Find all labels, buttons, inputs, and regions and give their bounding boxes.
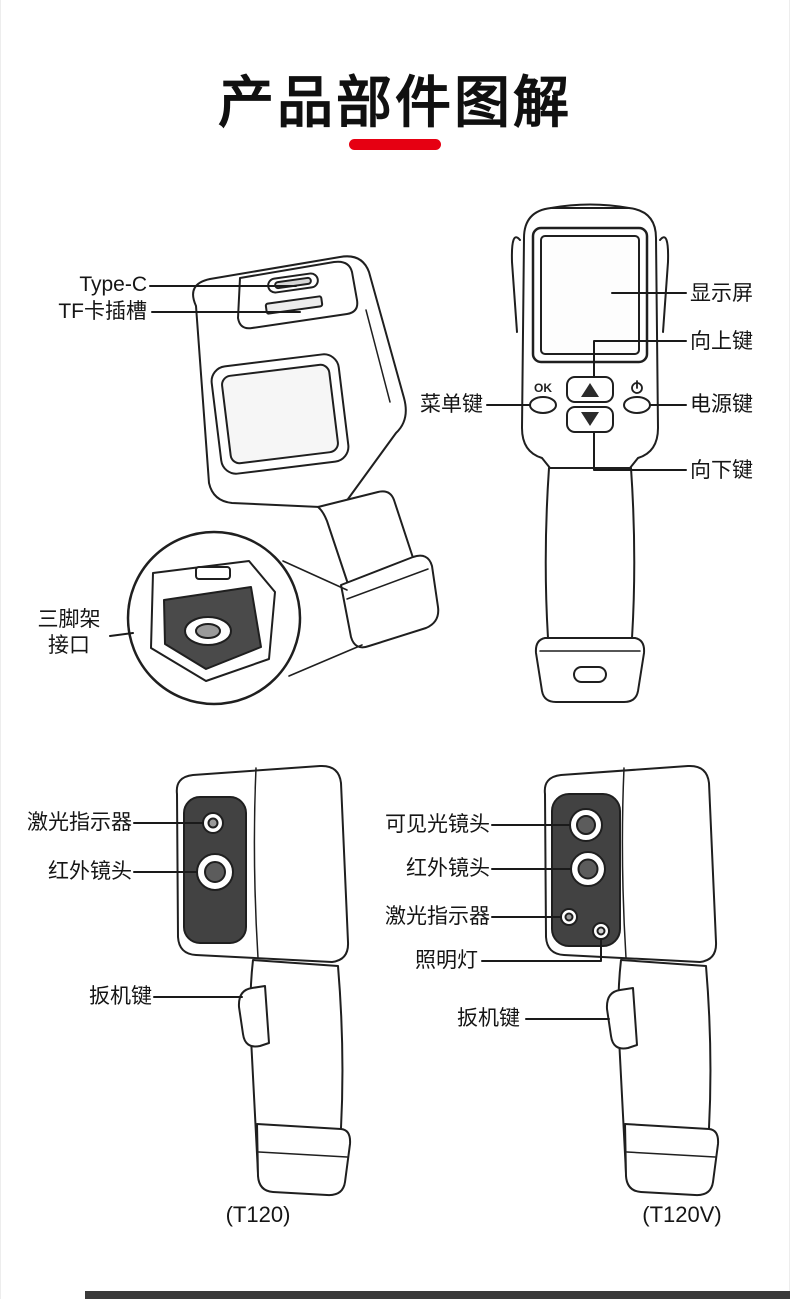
ok-button <box>529 396 557 414</box>
tf-card-slot <box>264 295 324 315</box>
label-up-key: 向上键 <box>690 330 753 353</box>
t120v-trigger <box>605 987 638 1050</box>
label-tf-card-slot: TF卡插槽 <box>58 300 147 323</box>
power-icon <box>631 380 643 394</box>
next-section-divider <box>85 1291 790 1299</box>
front-screen-inner <box>540 235 640 355</box>
leader-tripod <box>109 632 134 637</box>
page-title: 产品部件图解 <box>218 71 572 134</box>
label-t120-trigger-key: 扳机键 <box>89 985 152 1008</box>
title-underline <box>349 139 441 150</box>
label-down-key: 向下键 <box>690 459 753 482</box>
label-t120v-illumination-light: 照明灯 <box>415 949 478 972</box>
t120-laser-dot <box>207 817 219 829</box>
t120v-ir-lens <box>577 858 599 880</box>
front-top-cap <box>550 203 630 209</box>
label-t120v-ir-lens: 红外镜头 <box>406 857 490 880</box>
leader-t120v-light <box>481 939 602 962</box>
front-right-rail <box>659 236 670 333</box>
front-handle <box>544 467 636 639</box>
t120v-visible-lens <box>576 815 596 835</box>
device-t120 <box>175 764 352 1197</box>
ok-button-text: OK <box>534 381 552 395</box>
front-base-slot <box>573 666 607 683</box>
caption-t120: (T120) <box>225 1202 291 1227</box>
t120v-base-seam <box>626 1151 716 1158</box>
t120-trigger <box>237 985 270 1048</box>
t120v-base <box>624 1123 720 1197</box>
t120-ir-lens <box>204 861 226 883</box>
device-side-view <box>126 255 440 706</box>
device-front-view: OK <box>510 203 670 703</box>
power-button <box>623 396 651 414</box>
down-arrow-icon <box>581 412 599 426</box>
magnifier-callout-line-top <box>282 560 348 591</box>
tripod-mount-detail <box>195 566 231 580</box>
t120-base-seam <box>258 1151 348 1158</box>
up-arrow-icon <box>581 383 599 397</box>
front-left-rail <box>510 236 521 333</box>
tripod-socket-hole <box>195 623 221 639</box>
label-display: 显示屏 <box>690 282 753 305</box>
t120v-face-contour <box>621 767 627 959</box>
label-tripod-line1: 三脚架 <box>37 608 101 631</box>
label-t120v-trigger-key: 扳机键 <box>457 1007 520 1030</box>
label-t120v-visible-lens: 可见光镜头 <box>385 813 490 836</box>
t120v-laser-dot <box>564 912 574 922</box>
label-power-key: 电源键 <box>690 393 753 416</box>
t120v-illumination-dot <box>596 926 606 936</box>
t120-face-contour <box>253 767 259 959</box>
device-t120v <box>543 764 720 1197</box>
side-grip-contour <box>365 309 391 403</box>
magnifier-callout-line-bottom <box>288 644 363 677</box>
t120-base <box>256 1123 352 1197</box>
caption-t120v: (T120V) <box>642 1202 722 1227</box>
label-t120-ir-lens: 红外镜头 <box>48 860 132 883</box>
label-t120v-laser-indicator: 激光指示器 <box>385 905 490 928</box>
side-base-seam <box>346 568 429 600</box>
leader-up-key <box>593 340 687 378</box>
label-type-c: Type-C <box>79 273 147 296</box>
side-screen-inner <box>221 363 339 465</box>
label-tripod-line2: 接口 <box>48 634 90 658</box>
leader-down-key <box>593 432 687 471</box>
side-base <box>340 554 440 649</box>
label-tripod-interface: 三脚架 接口 <box>30 607 108 660</box>
label-menu-key: 菜单键 <box>420 393 483 416</box>
label-t120-laser-indicator: 激光指示器 <box>27 811 132 834</box>
leader-lines <box>109 285 687 1020</box>
